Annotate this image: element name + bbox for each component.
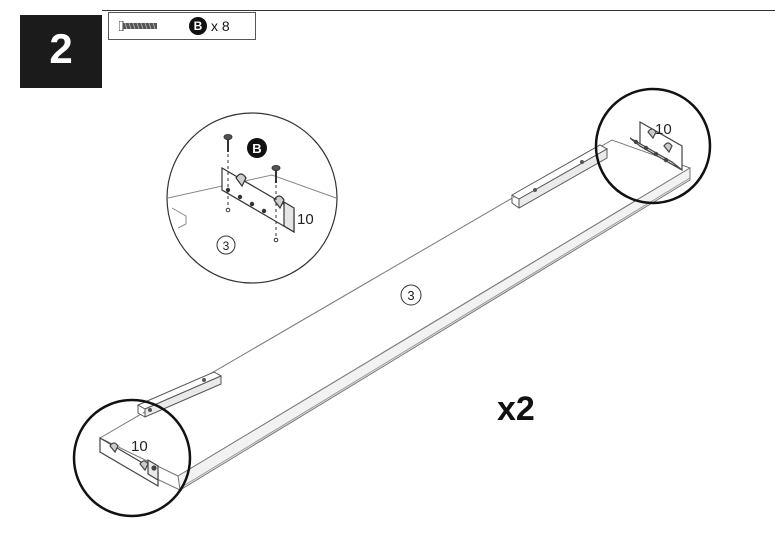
detail-view: B 10 3	[166, 112, 338, 284]
detail-bracket-label: 10	[297, 211, 314, 228]
detail-circle-top-right	[594, 87, 712, 205]
detail-screw-left	[223, 134, 233, 213]
bracket-label-bottom-left: 10	[131, 438, 148, 455]
bracket-10-bottom-left	[99, 436, 159, 488]
step-number-box: 2	[20, 15, 102, 88]
panel-number-circle	[400, 284, 422, 306]
bracket-10-top-right	[629, 120, 683, 172]
panel-number-label: 3	[407, 288, 414, 303]
panel-cleat-top	[510, 144, 609, 209]
part-letter-badge: B	[189, 17, 207, 35]
header-rule	[102, 10, 775, 11]
panel-3	[98, 139, 692, 491]
detail-screw-right	[271, 165, 281, 243]
quantity-multiplier: x2	[497, 390, 535, 428]
bracket-label-top-right: 10	[655, 121, 672, 138]
step-number: 2	[49, 25, 73, 72]
part-quantity: x 8	[211, 18, 230, 34]
detail-panel-number: 3	[223, 239, 230, 253]
parts-list-box: B x 8	[108, 12, 256, 40]
detail-part-badge	[247, 138, 267, 158]
bolt-icon	[119, 21, 157, 31]
detail-part-letter: B	[252, 141, 261, 156]
detail-panel-number-circle	[216, 235, 236, 255]
panel-cleat-bottom	[136, 371, 223, 418]
detail-circle-bottom-left	[72, 398, 192, 518]
